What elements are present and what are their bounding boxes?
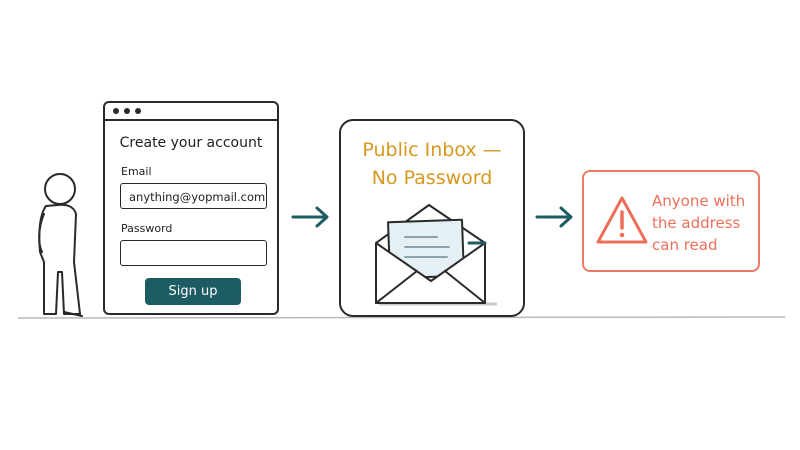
- arrow-right-icon: [535, 206, 573, 228]
- warning-card: Anyone with the address can read: [582, 170, 760, 272]
- window-dot-icon: [113, 108, 119, 114]
- password-field[interactable]: [120, 240, 267, 266]
- sign-up-button[interactable]: Sign up: [145, 278, 241, 305]
- arrow-right-icon: [291, 206, 329, 228]
- inbox-title: Public Inbox — No Password: [341, 136, 523, 192]
- warning-line: can read: [652, 236, 718, 254]
- warning-triangle-icon: [596, 196, 648, 244]
- window-titlebar: [105, 103, 277, 121]
- warning-line: Anyone with: [652, 192, 746, 210]
- warning-text: Anyone with the address can read: [652, 190, 745, 256]
- ground-line: [17, 316, 786, 319]
- email-label: Email: [121, 165, 152, 178]
- inbox-title-line: No Password: [371, 167, 493, 189]
- public-inbox-card: Public Inbox — No Password: [339, 119, 525, 317]
- inbox-title-line: Public Inbox —: [362, 139, 502, 161]
- email-field[interactable]: anything@yopmail.com: [120, 183, 267, 209]
- window-dot-icon: [124, 108, 130, 114]
- envelope-icon: [375, 204, 497, 306]
- window-dot-icon: [135, 108, 141, 114]
- person-figure: [38, 173, 83, 317]
- signup-heading: Create your account: [119, 135, 263, 151]
- warning-line: the address: [652, 214, 741, 232]
- password-label: Password: [121, 222, 173, 235]
- signup-window: Create your account Email anything@yopma…: [103, 101, 279, 315]
